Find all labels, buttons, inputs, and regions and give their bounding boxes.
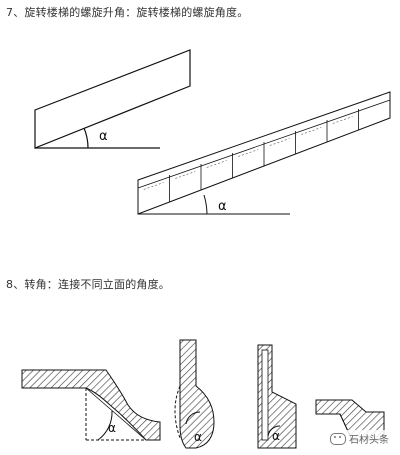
watermark-text: 石材头条: [349, 435, 389, 446]
alpha-label-shape-3: α: [272, 429, 280, 443]
corner-profile-3: [257, 344, 297, 449]
section-8-heading: 8、转角：连接不同立面的角度。: [6, 278, 170, 291]
band-inner-edge: [137, 99, 391, 189]
corner-profile-2: [174, 339, 215, 449]
tread-mark: [301, 127, 322, 135]
helix-ramp-diagram: [34, 49, 191, 149]
unrolled-stair-diagram: [137, 91, 391, 215]
watermark: 石材头条: [327, 430, 392, 447]
tread-mark: [238, 149, 259, 157]
tread-mark: [175, 171, 196, 179]
stair-treads: [137, 99, 391, 202]
corner-profile-1: [21, 369, 161, 441]
tread-mark: [206, 160, 227, 168]
tread-mark: [332, 116, 353, 124]
alpha-label-stair: α: [218, 199, 227, 214]
section-7-heading: 7、旋转楼梯的螺旋升角：旋转楼梯的螺旋角度。: [6, 6, 249, 19]
tread-mark: [269, 138, 290, 146]
tread-mark: [143, 182, 164, 190]
wechat-icon: [330, 432, 346, 445]
alpha-label-shape-2: α: [194, 430, 202, 444]
alpha-label-ramp: α: [99, 129, 108, 144]
alpha-label-shape-1: α: [108, 421, 116, 435]
